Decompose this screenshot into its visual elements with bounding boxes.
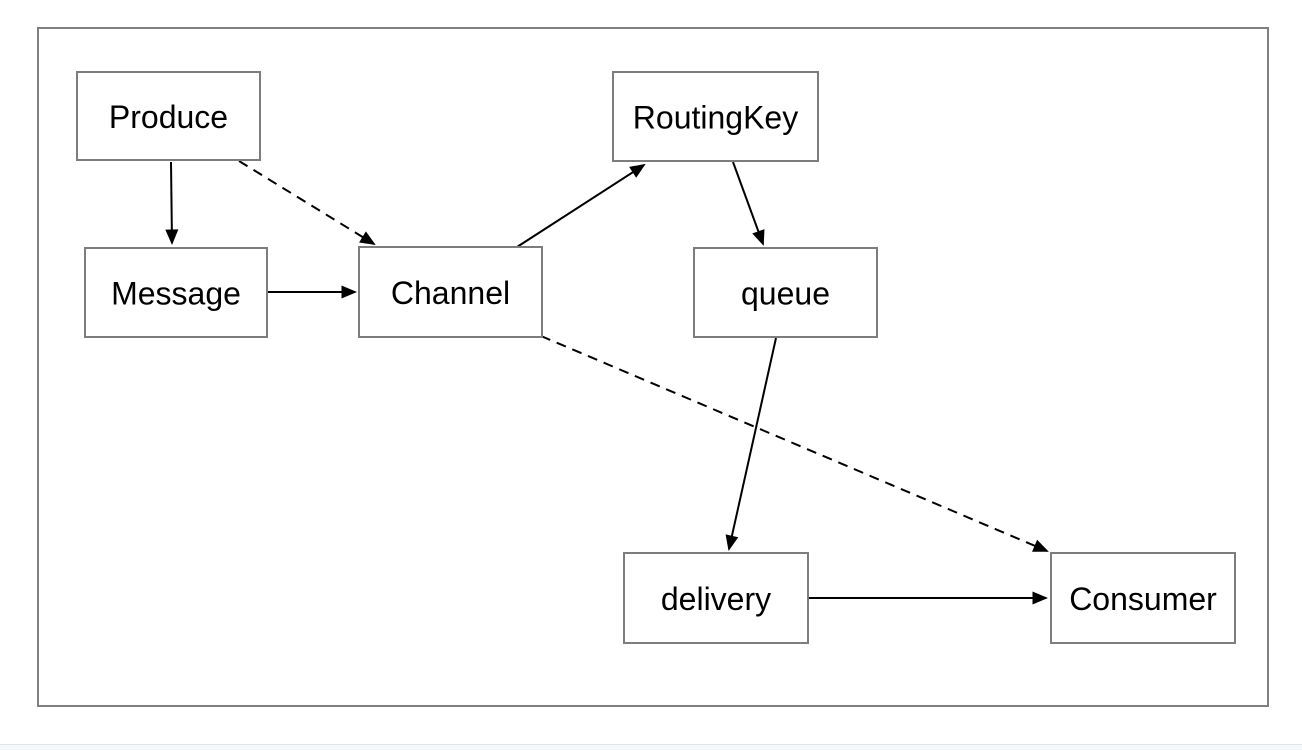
node-queue: queue [693, 247, 878, 338]
node-channel: Channel [358, 246, 543, 338]
edge-channel-to-consumer [540, 335, 1049, 552]
node-routingkey: RoutingKey [612, 71, 819, 162]
node-label-routingkey: RoutingKey [633, 100, 798, 136]
node-label-consumer: Consumer [1069, 581, 1217, 617]
node-label-queue: queue [741, 276, 830, 312]
node-consumer: Consumer [1050, 552, 1236, 644]
diagram-frame [37, 27, 1269, 707]
node-message: Message [84, 247, 268, 338]
node-box-delivery [623, 552, 809, 644]
node-produce: Produce [76, 71, 261, 161]
edge-routingkey-to-queue [732, 161, 765, 246]
node-box-queue [693, 247, 878, 338]
node-label-produce: Produce [109, 99, 228, 135]
node-box-message [84, 247, 268, 338]
edge-produce-to-channel [238, 160, 376, 246]
node-box-produce [76, 71, 261, 161]
node-delivery: delivery [623, 552, 809, 644]
edge-produce-to-message [165, 161, 179, 245]
node-box-consumer [1050, 552, 1236, 644]
node-box-channel [358, 246, 543, 338]
edge-channel-to-routingkey [516, 163, 646, 248]
node-label-delivery: delivery [661, 581, 771, 617]
node-label-channel: Channel [391, 275, 510, 311]
node-box-routingkey [612, 71, 819, 162]
node-label-message: Message [111, 276, 241, 312]
edge-queue-to-delivery [725, 337, 777, 551]
bottom-edge-strip [0, 744, 1302, 750]
